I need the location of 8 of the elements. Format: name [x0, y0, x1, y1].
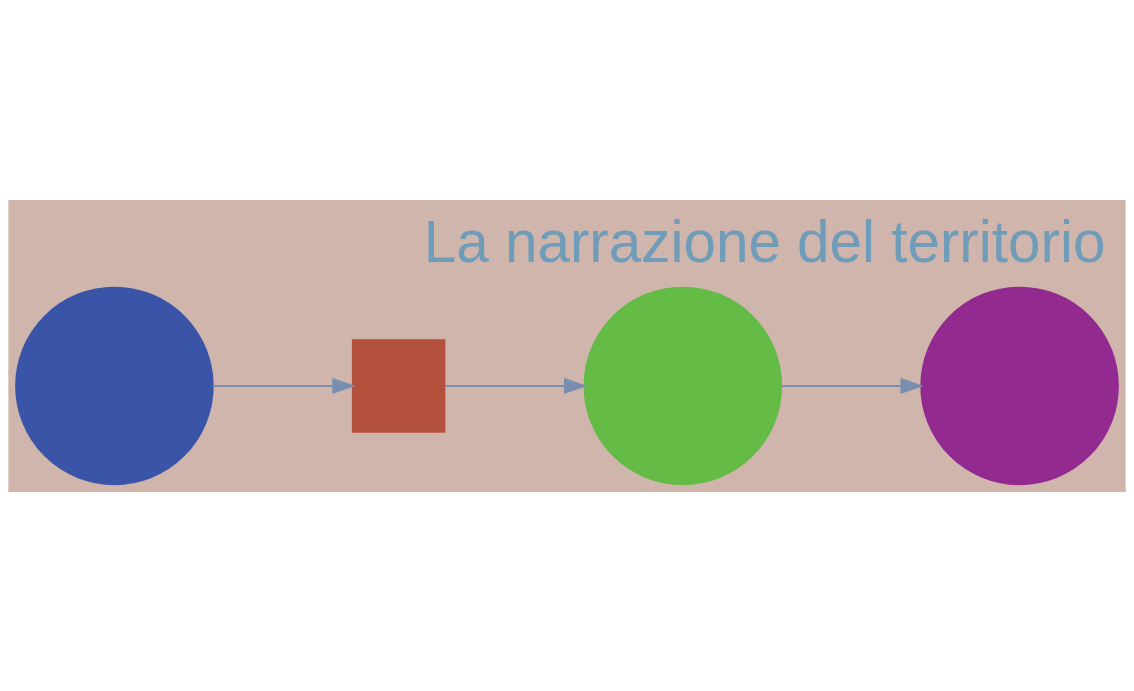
- diagram-title: La narrazione del territorio: [423, 208, 1106, 274]
- node-box: [351, 338, 446, 433]
- node-circle: [920, 286, 1119, 485]
- arrow: [211, 377, 356, 394]
- node-circle: [583, 286, 783, 485]
- arrow: [444, 377, 588, 394]
- node-circle: [15, 286, 214, 485]
- arrow: [780, 377, 924, 394]
